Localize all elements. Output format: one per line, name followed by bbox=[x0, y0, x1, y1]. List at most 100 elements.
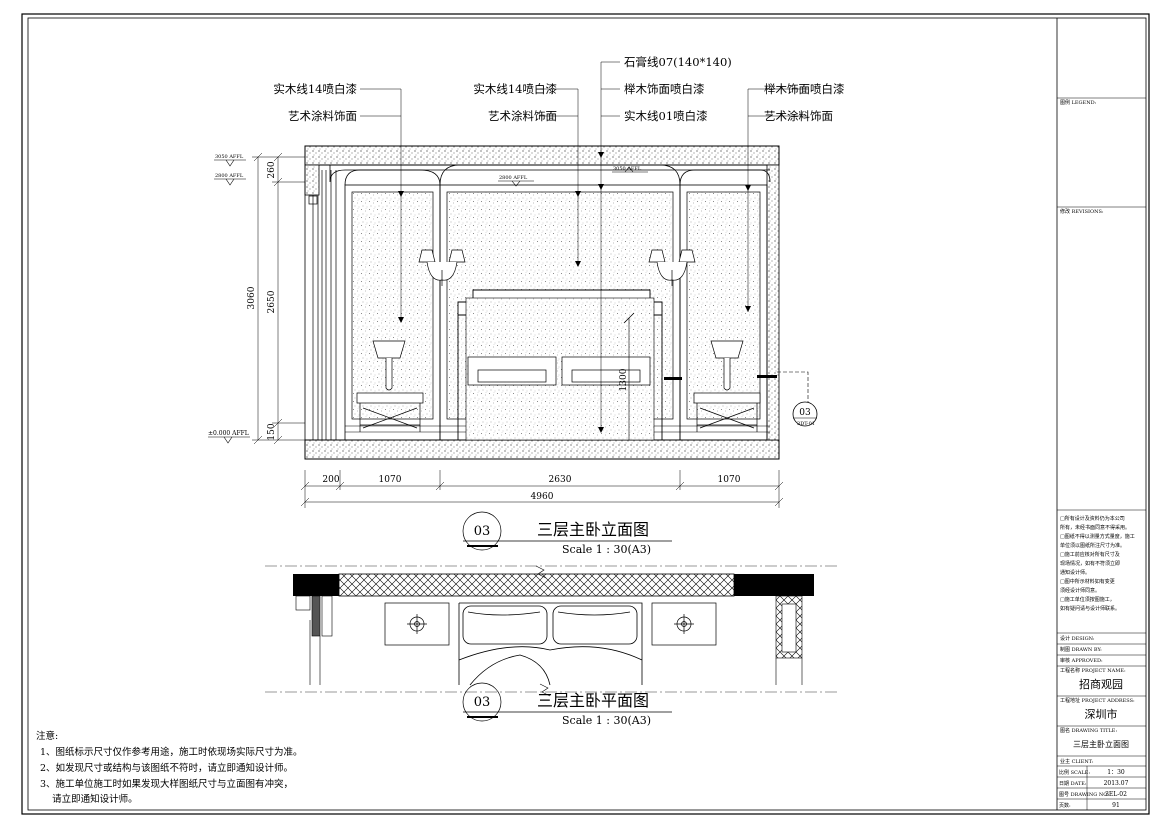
dim-260: 260 bbox=[267, 161, 277, 178]
callout-arrowheads bbox=[398, 152, 751, 433]
plan-title-number: 03 bbox=[474, 695, 491, 710]
floor-band bbox=[304, 439, 780, 460]
svg-text:所有，未经书面同意不得采用。: 所有，未经书面同意不得采用。 bbox=[1060, 524, 1130, 531]
svg-text:□所有设计及资料仍为本公司: □所有设计及资料仍为本公司 bbox=[1060, 515, 1125, 522]
note-item-4: 请立即通知设计师。 bbox=[40, 793, 138, 805]
callout-right-2: 艺术涂料饰面 bbox=[764, 109, 833, 123]
wall-sconce-right bbox=[648, 249, 696, 286]
tb-check-label: 审核 APPROVED: bbox=[1060, 657, 1103, 664]
tb-fine-print: □所有设计及资料仍为本公司 所有，未经书面同意不得采用。 □图纸不得以测量方式量… bbox=[1060, 515, 1135, 612]
elevation-title-number: 03 bbox=[474, 524, 491, 539]
callout-center-right-2: 榉木饰面喷白漆 bbox=[624, 82, 705, 96]
level-markers bbox=[208, 159, 648, 444]
tb-drawing-no-value: 3EL-02 bbox=[1105, 791, 1127, 798]
svg-text:单位须以图纸所注尺寸为准。: 单位须以图纸所注尺寸为准。 bbox=[1060, 542, 1125, 549]
left-panel-texture bbox=[351, 191, 434, 420]
dim-3060: 3060 bbox=[247, 286, 257, 309]
dim-1070-right: 1070 bbox=[718, 475, 741, 485]
callout-center-right-1: 石膏线07(140*140) bbox=[624, 55, 732, 69]
plan-bed bbox=[458, 602, 643, 686]
plan-left-opening bbox=[295, 595, 333, 685]
tb-date-label: 日期 DATE: bbox=[1059, 781, 1087, 787]
tb-drawn-label: 制图 DRAWN BY: bbox=[1060, 646, 1102, 653]
bedside-lamp-right bbox=[710, 340, 744, 391]
horizontal-dimension-lines bbox=[300, 470, 784, 508]
note-item-1: 1、图纸标示尺寸仅作参考用途，施工时依现场实际尺寸为准。 bbox=[40, 746, 303, 758]
tb-date-value: 2013.07 bbox=[1104, 780, 1129, 787]
callout-leaders bbox=[360, 61, 808, 432]
tb-project-address: 深圳市 bbox=[1085, 707, 1118, 721]
elevation-scale: Scale 1 : 30(A3) bbox=[562, 543, 651, 556]
plan-wall-crosshatch bbox=[338, 573, 735, 597]
tb-page-value: 91 bbox=[1112, 802, 1120, 809]
svg-text:□施工单位须按图施工，: □施工单位须按图施工， bbox=[1060, 596, 1115, 603]
note-item-3: 3、施工单位施工时如果发现大样图纸尺寸与立面图有冲突， bbox=[40, 778, 293, 790]
tb-client-label: 业主 CLIENT: bbox=[1060, 758, 1094, 765]
plan-wall-left-solid bbox=[293, 574, 339, 596]
svg-text:现场情况，如有不符须立即: 现场情况，如有不符须立即 bbox=[1060, 560, 1120, 567]
dim-overall: 4960 bbox=[531, 492, 554, 502]
tb-legend-label: 图例 LEGEND: bbox=[1060, 99, 1097, 106]
callout-right-1: 榉木饰面喷白漆 bbox=[764, 82, 845, 96]
ceiling-band bbox=[304, 145, 780, 166]
vertical-dimension-lines bbox=[252, 152, 305, 445]
tb-drawing-title: 三层主卧立面图 bbox=[1073, 739, 1129, 749]
notes-heading: 注意: bbox=[36, 730, 58, 742]
callout-center-left-2: 艺术涂料饰面 bbox=[488, 109, 557, 123]
bedside-table-right bbox=[693, 392, 761, 432]
tb-project-name: 招商观园 bbox=[1079, 677, 1123, 691]
wall-sconce-left bbox=[418, 249, 466, 286]
tb-revisions-label: 修改 REVISIONS: bbox=[1060, 208, 1104, 215]
tb-project-address-label: 工程地址 PROJECT ADDRESS: bbox=[1060, 697, 1135, 704]
level-3050: 3050 AFFL bbox=[215, 154, 244, 160]
level-2800: 2800 AFFL bbox=[215, 173, 244, 179]
elevation-drawing bbox=[208, 61, 818, 508]
plan-wall-right-solid bbox=[734, 574, 814, 596]
bed-pillows bbox=[467, 356, 651, 386]
section-marker-number: 03 bbox=[799, 408, 811, 418]
tb-scale-label: 比例 SCALE: bbox=[1059, 769, 1090, 776]
left-wall-section bbox=[304, 164, 320, 196]
plan-nightstand-left bbox=[384, 602, 450, 646]
elevation-title-graphics bbox=[462, 511, 672, 551]
dim-bed-height: 1300 bbox=[619, 368, 629, 391]
inner-level-3050: 3050 AFFL bbox=[613, 166, 642, 172]
section-marker-sheet: 3DT-01 bbox=[797, 421, 815, 427]
dim-150: 150 bbox=[267, 423, 277, 440]
bedside-lamp-left bbox=[372, 340, 406, 391]
right-wall-panel bbox=[679, 184, 768, 441]
svg-text:□图纸不得以测量方式量度，施工: □图纸不得以测量方式量度，施工 bbox=[1060, 533, 1135, 540]
section-marker bbox=[792, 401, 818, 427]
title-block-frame bbox=[1056, 18, 1146, 810]
note-item-2: 2、如发现尺寸或结构与该图纸不符时，请立即通知设计师。 bbox=[40, 762, 293, 774]
svg-text:通知设计师。: 通知设计师。 bbox=[1060, 569, 1090, 576]
dim-1070-left: 1070 bbox=[379, 475, 402, 485]
tb-project-name-label: 工程名称 PROJECT NAME: bbox=[1060, 667, 1126, 674]
callout-center-right-3: 实木线01喷白漆 bbox=[624, 109, 708, 123]
svg-text:如有疑问请与设计师联系。: 如有疑问请与设计师联系。 bbox=[1060, 605, 1120, 612]
svg-text:□施工前应核对所有尺寸及: □施工前应核对所有尺寸及 bbox=[1060, 551, 1120, 558]
dim-2630: 2630 bbox=[549, 475, 572, 485]
plan-title: 三层主卧平面图 bbox=[537, 691, 649, 710]
svg-text:□图中所示材料如有变更: □图中所示材料如有变更 bbox=[1060, 578, 1115, 585]
plan-title-graphics bbox=[462, 682, 672, 722]
callout-center-left-1: 实木线14喷白漆 bbox=[473, 82, 557, 96]
tb-design-label: 设计 DESIGN: bbox=[1060, 635, 1095, 642]
tb-page-label: 页数: bbox=[1059, 802, 1071, 809]
plan-right-opening bbox=[775, 595, 803, 685]
inner-border bbox=[27, 17, 1147, 811]
plan-nightstand-right bbox=[651, 602, 717, 646]
right-wall-section bbox=[766, 164, 780, 441]
dim-200: 200 bbox=[322, 475, 339, 485]
plan-drawing bbox=[265, 565, 840, 697]
dim-2650: 2650 bbox=[267, 290, 277, 313]
svg-text:须经设计师同意。: 须经设计师同意。 bbox=[1060, 587, 1100, 594]
tb-drawing-title-label: 图名 DRAWING TITLE: bbox=[1060, 727, 1117, 734]
tb-scale-value: 1：30 bbox=[1107, 769, 1125, 776]
inner-level-2800: 2800 AFFL bbox=[499, 175, 528, 181]
cornice-line bbox=[329, 165, 770, 183]
bedside-table-left bbox=[356, 392, 424, 432]
tb-drawing-no-label: 图号 DRAWING NO: bbox=[1059, 792, 1109, 798]
left-door-frame bbox=[308, 170, 337, 440]
